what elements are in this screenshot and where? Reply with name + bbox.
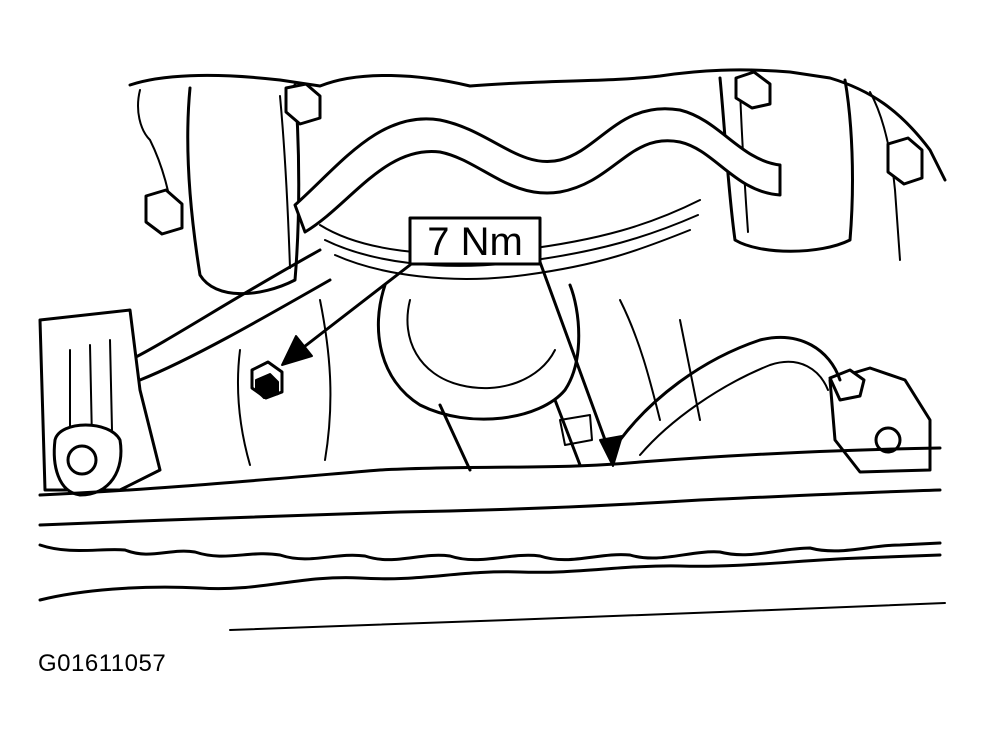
figure-identifier: G01611057	[38, 650, 167, 677]
right-link-rod	[618, 335, 842, 442]
subframe-mid-edge	[38, 488, 942, 527]
chassis-detail-center	[319, 299, 332, 461]
shock-absorber-housing	[376, 283, 581, 421]
left-mount-hole	[66, 444, 98, 476]
callout-arrow-right-head	[599, 435, 623, 467]
shock-absorber-arc	[406, 299, 556, 390]
subframe-bottom-edge	[38, 541, 942, 562]
subframe-top-edge	[38, 446, 942, 497]
upper-housing-outline	[128, 68, 947, 182]
left-side-nut	[144, 188, 184, 236]
spring-coil-3	[334, 229, 691, 280]
right-mount-hole	[874, 426, 902, 454]
chassis-detail-left	[237, 349, 251, 466]
chassis-bracket-small	[559, 414, 593, 446]
left-strut-inner	[279, 95, 291, 269]
stabilizer-bar	[293, 107, 782, 234]
upper-left-nut	[284, 82, 322, 126]
callout-arrow-left-head	[281, 335, 313, 366]
callout-arrow-right-shaft	[538, 260, 610, 450]
right-side-nut	[886, 136, 924, 186]
left-strut-body	[186, 83, 301, 296]
torque-callout-box	[408, 216, 542, 266]
right-link-rod-lower	[639, 360, 829, 456]
callout-arrow-left-shaft	[298, 263, 412, 352]
shock-rod-left	[438, 403, 472, 472]
subframe-lower-skirt	[38, 553, 942, 602]
subframe-ground-line	[229, 602, 946, 631]
chassis-detail-right	[619, 299, 701, 421]
shock-rod-right	[553, 398, 582, 467]
left-link-arm-lower	[138, 278, 332, 382]
left-link-arm	[128, 248, 322, 362]
upper-right-nut	[734, 70, 772, 110]
torque-callout-label: 7 Nm	[427, 220, 523, 264]
mounting-bolt-left-shadow	[255, 373, 279, 399]
upper-housing-detail-right	[869, 91, 901, 261]
